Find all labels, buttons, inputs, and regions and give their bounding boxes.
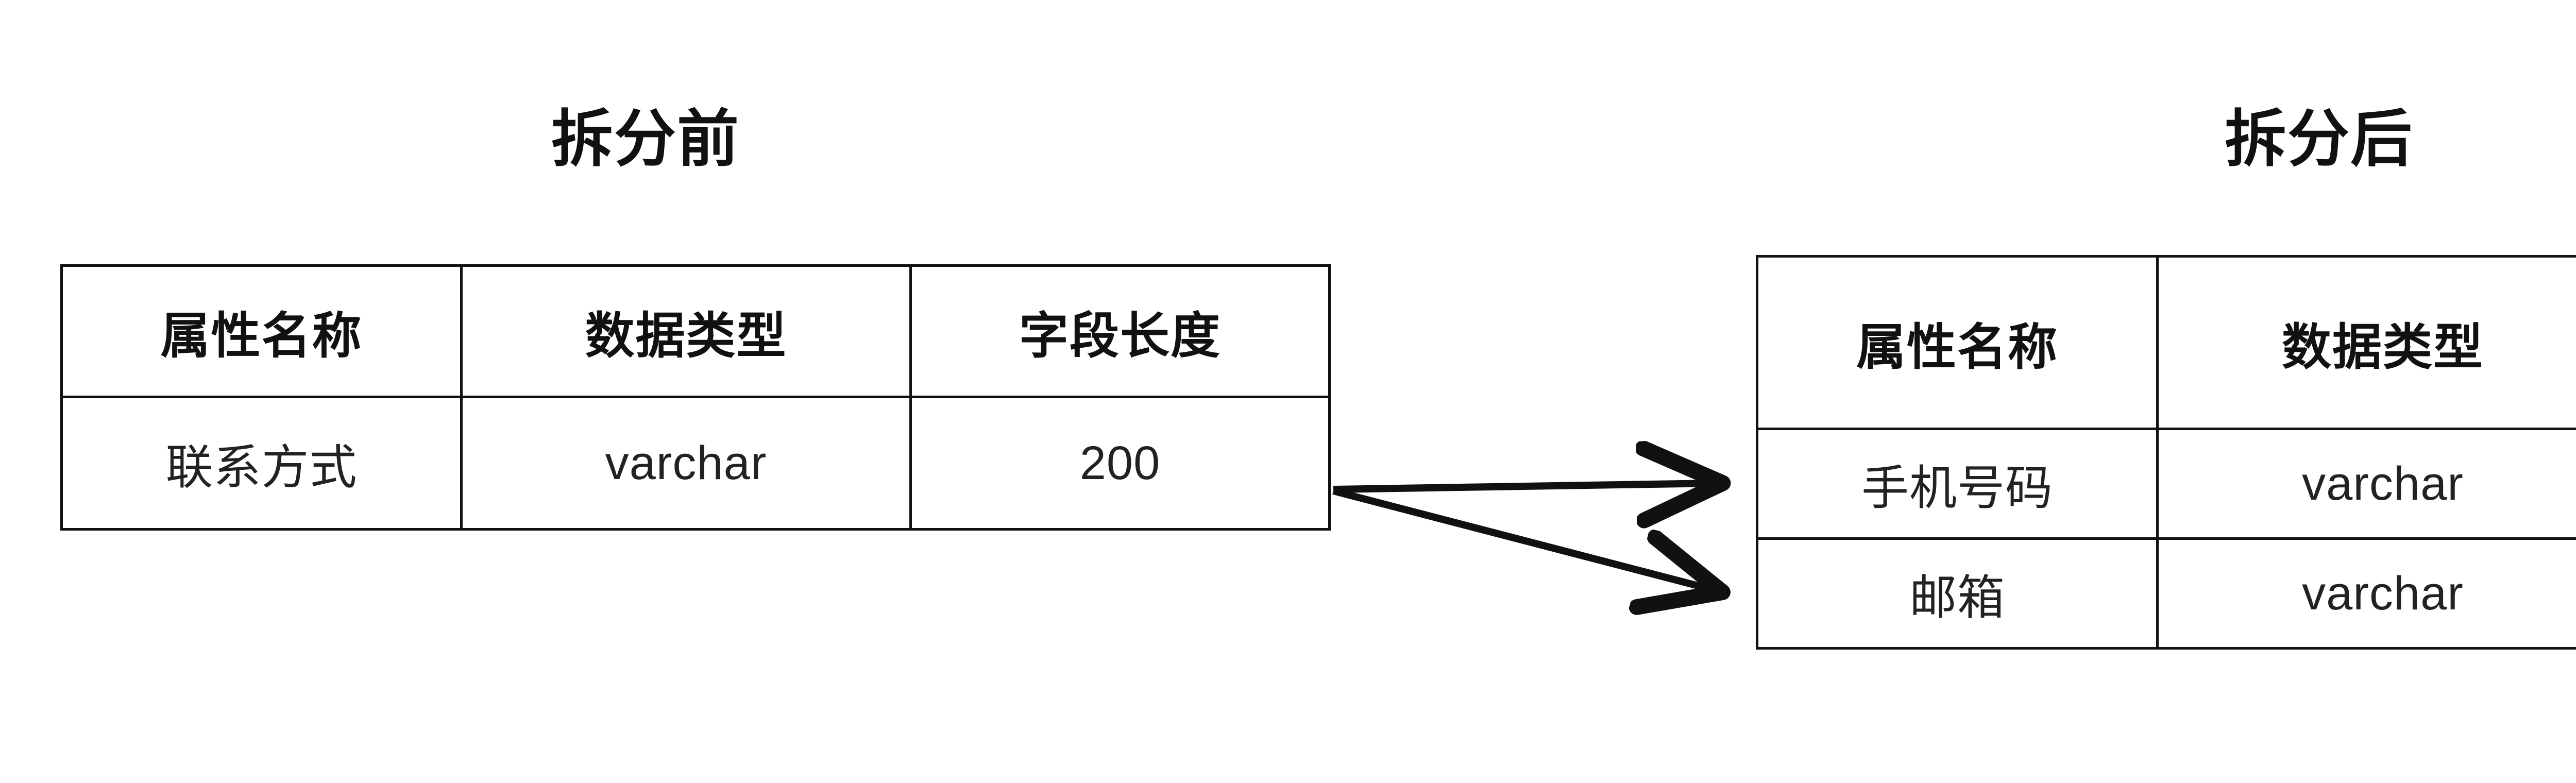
table-row: 邮箱 varchar 100 [1756, 537, 2576, 650]
cell-attribute-name: 邮箱 [1756, 537, 2159, 650]
cell-attribute-name: 手机号码 [1756, 428, 2159, 540]
after-panel-title: 拆分后 [2225, 105, 2413, 174]
arrow-to-phone-row [1333, 483, 1716, 489]
cell-attribute-name: 联系方式 [60, 396, 463, 531]
arrow-to-email-row [1332, 487, 1716, 590]
column-header-field-length: 字段长度 [909, 264, 1331, 398]
column-header-data-type: 数据类型 [2156, 255, 2576, 430]
before-schema-table: 属性名称 数据类型 字段长度 联系方式 varchar 200 [60, 264, 1331, 531]
table-row: 手机号码 varchar 20 [1756, 428, 2576, 540]
column-header-data-type: 数据类型 [460, 264, 912, 398]
before-panel-title: 拆分前 [551, 105, 740, 174]
column-header-attribute-name: 属性名称 [1756, 255, 2159, 430]
cell-data-type: varchar [2156, 537, 2576, 650]
table-header-row: 属性名称 数据类型 字段长度 [60, 264, 1331, 398]
after-schema-table: 属性名称 数据类型 字段长度 手机号码 varchar 20 邮箱 varcha… [1756, 255, 2576, 650]
table-row: 联系方式 varchar 200 [60, 396, 1331, 531]
cell-data-type: varchar [2156, 428, 2576, 540]
cell-data-type: varchar [460, 396, 912, 531]
cell-field-length: 200 [909, 396, 1331, 531]
column-header-attribute-name: 属性名称 [60, 264, 463, 398]
table-header-row: 属性名称 数据类型 字段长度 [1756, 255, 2576, 430]
